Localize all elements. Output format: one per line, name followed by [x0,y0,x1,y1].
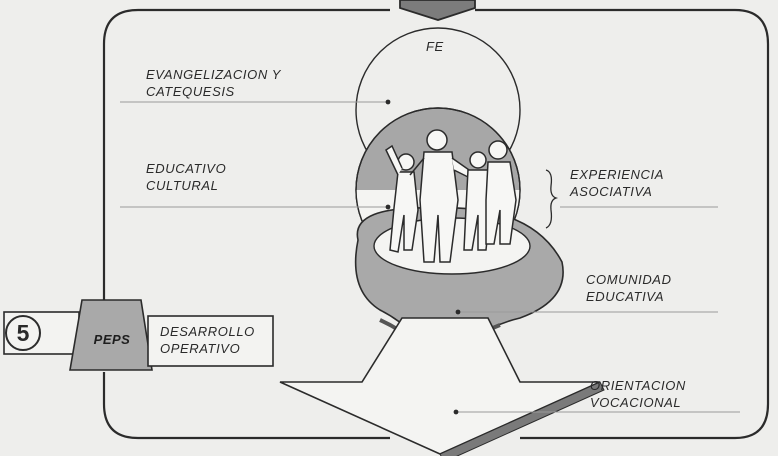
step-number-badge: 5 [5,315,41,351]
educativo-line-2: CULTURAL [146,178,219,193]
fe-label: FE [426,39,444,54]
top-arrow [399,0,476,21]
leader-dots [385,99,461,415]
people-group-illustration [385,129,517,263]
educativo-label: EDUCATIVO CULTURAL [146,160,226,194]
comunidad-label: COMUNIDAD EDUCATIVA [586,271,672,305]
experiencia-line-1: EXPERIENCIA [570,167,665,182]
comunidad-line-1: COMUNIDAD [586,272,672,287]
educativo-line-1: EDUCATIVO [146,161,227,176]
experiencia-line-2: ASOCIATIVA [570,184,653,199]
comunidad-line-2: EDUCATIVA [586,289,665,304]
evangelizacion-label: EVANGELIZACION Y CATEQUESIS [146,66,281,100]
outer-frame [102,8,770,440]
evangelizacion-line-2: CATEQUESIS [146,84,235,99]
leader-lines [120,101,740,413]
orientacion-line-2: VOCACIONAL [590,395,682,410]
orientacion-arrow [279,317,605,456]
desarrollo-line-2: OPERATIVO [160,341,241,356]
desarrollo-line-1: DESARROLLO [160,324,255,339]
brace [545,169,559,229]
peps-label: PEPS [93,332,131,347]
orientacion-line-1: ORIENTACION [590,378,686,393]
orientacion-label: ORIENTACION VOCACIONAL [590,377,686,411]
experiencia-label: EXPERIENCIA ASOCIATIVA [570,166,664,200]
desarrollo-label: DESARROLLO OPERATIVO [160,323,255,357]
evangelizacion-line-1: EVANGELIZACION Y [146,67,282,82]
